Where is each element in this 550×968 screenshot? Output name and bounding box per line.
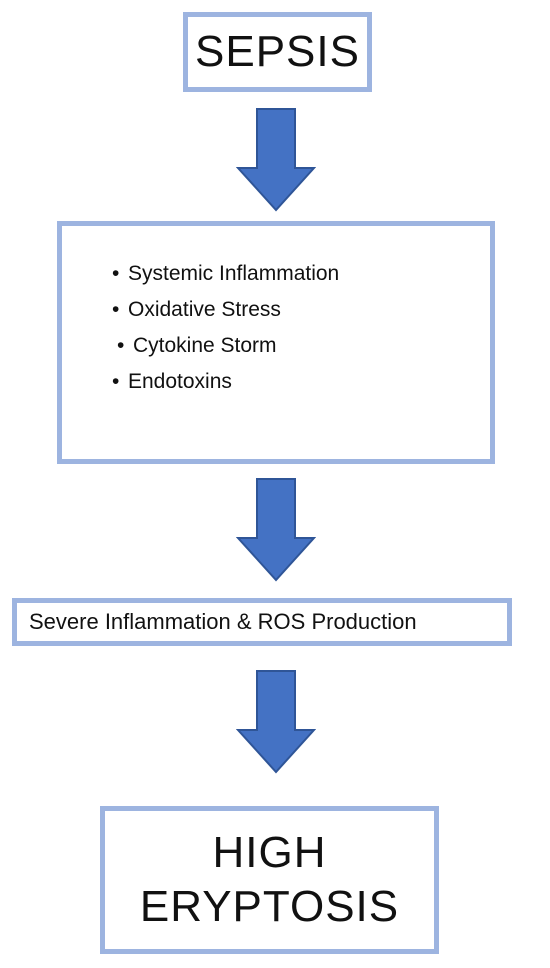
- mechanism-box: Severe Inflammation & ROS Production: [12, 598, 512, 646]
- bullet-icon: •: [112, 298, 120, 321]
- list-item: •Systemic Inflammation: [112, 256, 339, 292]
- outcome-label-line2: ERYPTOSIS: [139, 882, 400, 931]
- list-item: •Endotoxins: [112, 364, 339, 400]
- outcome-box: HIGH ERYPTOSIS: [100, 806, 439, 954]
- causes-list: •Systemic Inflammation •Oxidative Stress…: [112, 256, 339, 400]
- down-arrow-1: [236, 108, 316, 212]
- list-item: •Oxidative Stress: [112, 292, 339, 328]
- list-item: •Cytokine Storm: [112, 328, 339, 364]
- outcome-label-line1: HIGH: [212, 828, 327, 877]
- sepsis-label: SEPSIS: [195, 27, 360, 76]
- causes-box: •Systemic Inflammation •Oxidative Stress…: [57, 221, 495, 464]
- bullet-icon: •: [112, 262, 120, 285]
- down-arrow-2: [236, 478, 316, 582]
- bullet-icon: •: [117, 334, 125, 357]
- down-arrow-3: [236, 670, 316, 774]
- mechanism-label: Severe Inflammation & ROS Production: [29, 609, 417, 634]
- sepsis-box: SEPSIS: [183, 12, 372, 92]
- bullet-icon: •: [112, 370, 120, 393]
